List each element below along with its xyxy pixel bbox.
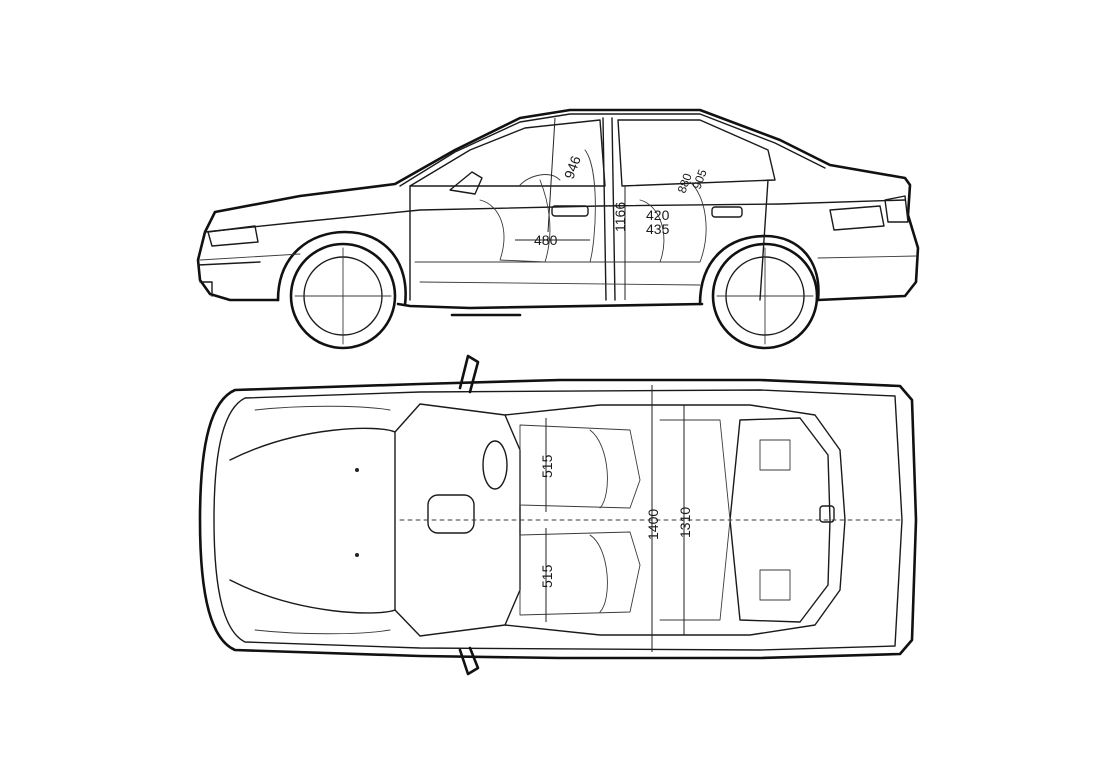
side-taillight xyxy=(884,195,909,223)
top-rear-window xyxy=(729,417,831,623)
side-front-door-handle xyxy=(551,205,589,217)
dim-435-label: 435 xyxy=(646,221,670,237)
top-fuel-cap xyxy=(819,505,835,523)
side-headlight xyxy=(207,225,259,247)
dim-905-label: 905 xyxy=(690,167,710,191)
dim-946-label: 946 xyxy=(561,153,584,181)
side-front-door-window xyxy=(409,119,606,187)
dim-1310-label: 1310 xyxy=(677,507,693,538)
top-inner-outline xyxy=(213,389,903,651)
side-front-arch xyxy=(276,230,407,307)
side-view: 480 946 1166 880 905 420 435 xyxy=(196,108,920,350)
side-rear-door-window xyxy=(617,119,776,187)
side-front-wheel xyxy=(289,242,397,350)
dim-1166-label: 1166 xyxy=(612,202,628,232)
top-cabin xyxy=(504,404,846,636)
side-rear-door-handle xyxy=(711,206,743,218)
top-mirror-right xyxy=(458,646,480,676)
dim-420-label: 420 xyxy=(646,207,670,223)
dim-1400-label: 1400 xyxy=(645,509,661,540)
dim-515-front-label: 515 xyxy=(539,454,555,478)
top-hood xyxy=(229,427,396,614)
dim-880-label: 880 xyxy=(675,171,695,195)
top-front-seat-headrest xyxy=(482,440,508,490)
top-view: 515 515 1400 1310 xyxy=(198,354,918,676)
top-mirror-left xyxy=(458,354,480,394)
side-rear-arch xyxy=(698,234,820,306)
side-rear-wheel xyxy=(711,242,819,350)
side-mirror xyxy=(449,171,483,195)
dim-480-label: 480 xyxy=(534,232,558,248)
top-steering-wheel xyxy=(427,494,475,534)
dim-515-rear-label: 515 xyxy=(539,564,555,588)
top-body-outline xyxy=(198,378,918,660)
side-window-line xyxy=(399,113,826,187)
side-body-outline xyxy=(196,108,920,310)
